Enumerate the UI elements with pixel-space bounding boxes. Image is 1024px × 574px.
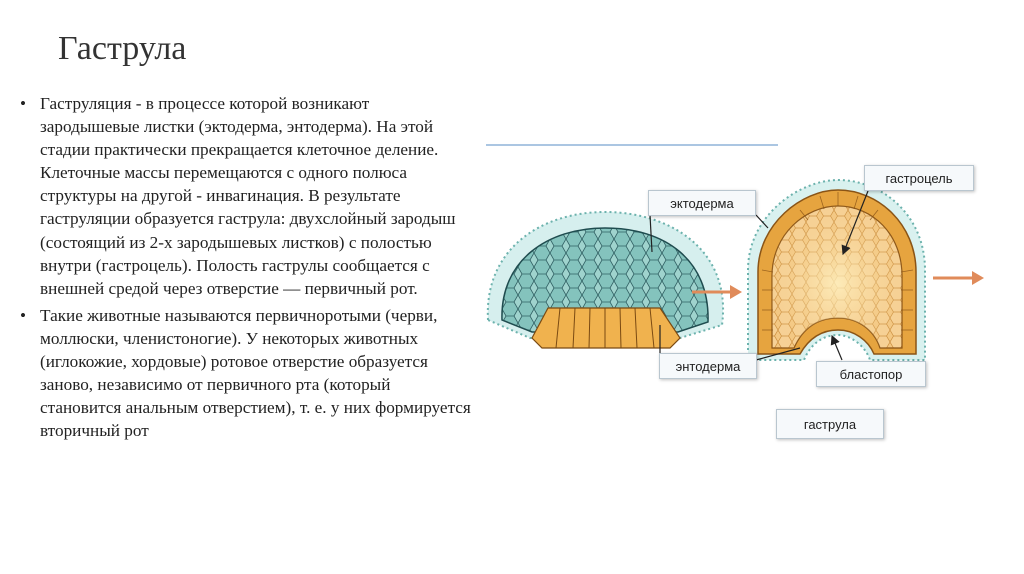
label-gastrula: гаструла [776, 409, 884, 439]
connector-lines [649, 190, 869, 361]
label-ectoderm: эктодерма [648, 190, 756, 216]
label-blastopore: бластопор [816, 361, 926, 387]
text-block: • Гаструляция - в процессе которой возни… [18, 92, 473, 446]
early-gastrula [486, 210, 725, 349]
gastrula [747, 178, 926, 361]
slide-title: Гаструла [58, 30, 187, 67]
bullet-gastrulation: • Гаструляция - в процессе которой возни… [18, 92, 473, 300]
diagram-svg [486, 144, 984, 361]
bullet-marker: • [20, 94, 27, 113]
gastrulation-diagram: эктодерма гастроцель энтодерма бластопор… [470, 120, 1010, 450]
label-endoderm: энтодерма [659, 353, 757, 379]
bullet-text: Такие животные называются первичноротыми… [40, 305, 471, 441]
bullet-marker: • [20, 305, 27, 325]
bullet-protostomes: • Такие животные называются первичнороты… [18, 304, 473, 443]
bullet-text: Гаструляция - в процессе которой возника… [40, 94, 456, 298]
stage-arrow-head [730, 285, 742, 299]
label-gastrocoel: гастроцель [864, 165, 974, 191]
next-stage-arrow-head [972, 271, 984, 285]
